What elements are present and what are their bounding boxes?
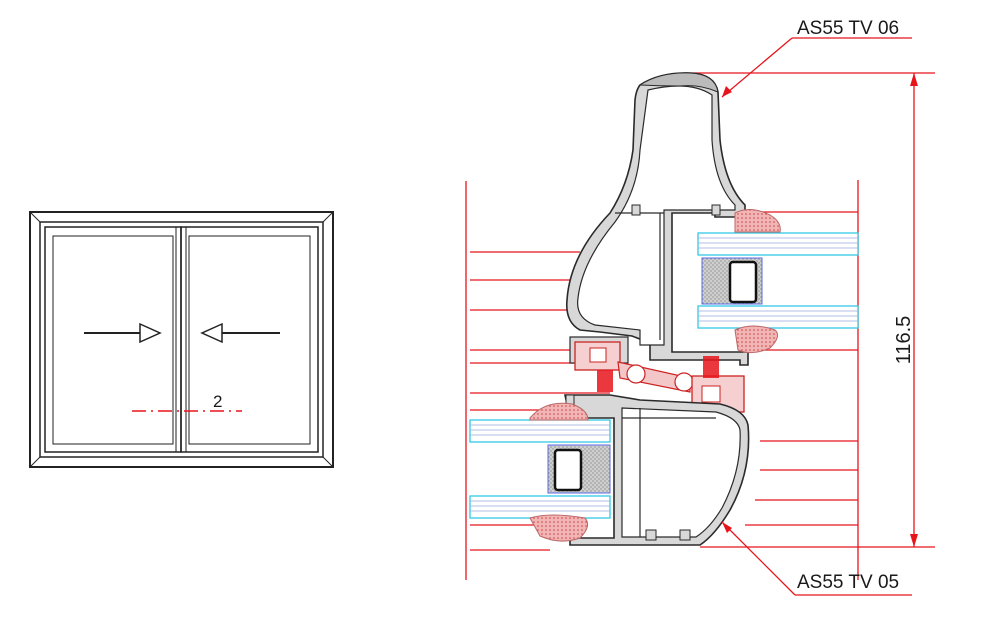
section-detail: 116.5 AS55 TV 06 AS55 TV 05 [465,18,935,596]
left-sash-glass [52,235,174,445]
lower-profile [564,394,750,546]
arrow-left-icon [200,322,280,344]
inner-frame [39,221,324,458]
callout-bottom: AS55 TV 05 [721,521,912,596]
height-dimension: 116.5 [893,73,918,547]
right-sash [180,226,319,453]
reference-lines-left [465,181,610,580]
outer-frame [29,211,334,468]
section-marker: 2 [213,392,222,411]
left-sash [44,226,182,453]
upper-glazing [697,209,859,354]
window-elevation: 2 [29,211,334,468]
upper-profile [565,72,749,366]
right-sash-glass [188,235,311,445]
callout-top: AS55 TV 06 [721,18,912,98]
arrow-right-icon [84,322,162,344]
callout-bottom-label: AS55 TV 05 [797,572,899,593]
height-dimension-label: 116.5 [893,316,915,365]
interlock-thermal-break [574,341,745,413]
lower-glazing [469,402,611,542]
callout-top-label: AS55 TV 06 [797,18,899,39]
